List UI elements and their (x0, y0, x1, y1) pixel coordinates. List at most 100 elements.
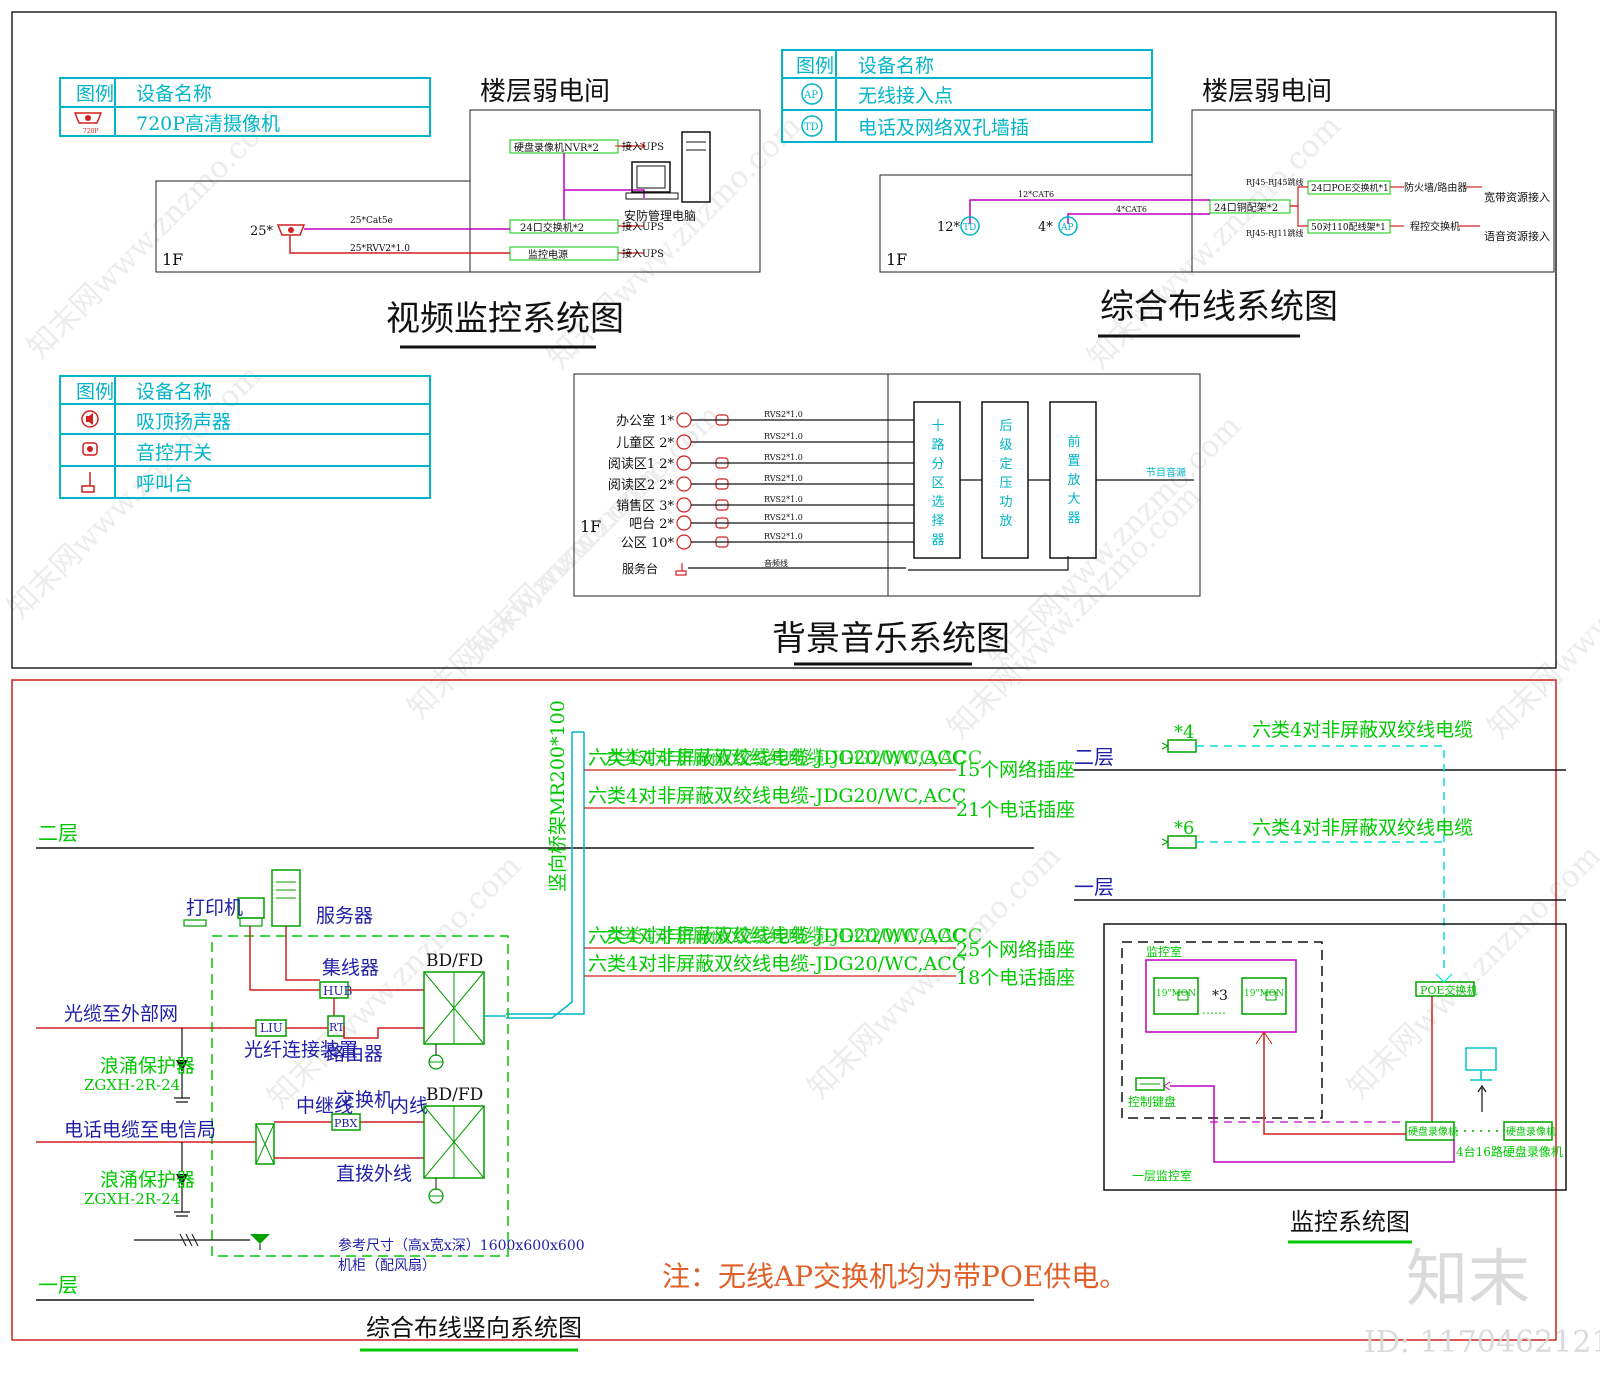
microphone-icon (675, 563, 687, 576)
surge-model-1: ZGXH-2R-24 (84, 1076, 180, 1094)
cable-rvv: 25*RVV2*1.0 (350, 244, 410, 254)
cabinet-outline (211, 935, 509, 1257)
inner-line-label: 内线 (390, 1095, 428, 1117)
distribution-frame-icon (423, 971, 485, 1070)
monitor-floor-frame (1103, 923, 1567, 1191)
monitor-icon (1153, 977, 1199, 1015)
microphone-icon (81, 472, 95, 493)
sockets-1f-tel: 18个电话插座 (956, 967, 1075, 989)
legend-header-icon: 图例 (796, 55, 834, 77)
monitor-dots: …… (1202, 1003, 1226, 1017)
cabling-legend-table (781, 49, 1153, 143)
ap-symbol: AP (1060, 223, 1074, 233)
camera-icon (276, 224, 306, 236)
poe-switch-label: POE交换机 (1420, 983, 1477, 997)
printer-label: 打印机 (186, 897, 243, 919)
liu-tag: LIU (260, 1021, 283, 1035)
socket-icon (960, 216, 980, 236)
direct-line-label: 直拨外线 (336, 1163, 412, 1185)
zone-cable-label: RVS2*1.0 (764, 432, 803, 441)
sockets-1f-net: 25个网络插座 (956, 939, 1075, 961)
watermark: 知末网www.znzmo.com (1, 359, 268, 626)
cabinet-size-label: 参考尺寸（高x宽x深）1600x600x600 (338, 1237, 585, 1254)
td-count: 12* (937, 220, 961, 235)
camera-count: 25* (250, 224, 274, 239)
cabling-system: 图例 设备名称 AP 无线接入点 TD 电话及网络双孔墙插 楼层弱电间 1F 2… (781, 49, 1555, 338)
monitor-room-label: 监控室 (1146, 944, 1182, 959)
zone-cable-label: RVS2*1.0 (764, 495, 803, 504)
patch-panel-label: 24口铜配架*2 (1214, 202, 1278, 214)
ap-count: 4* (1038, 220, 1053, 235)
speaker-icon (676, 515, 692, 531)
trunk-label: 中继线 (296, 1095, 353, 1117)
nvr-tag-2: 硬盘录像机 (1506, 1125, 1556, 1138)
sockets-2f-tel: 21个电话插座 (956, 799, 1075, 821)
camera-icon (73, 112, 103, 124)
zone-label: 销售区 3* (616, 498, 674, 514)
legend-header-icon: 图例 (76, 381, 114, 403)
legend-header-name: 设备名称 (136, 381, 212, 403)
fiber-out-label: 光缆至外部网 (64, 1003, 178, 1025)
switch-label: 24口交换机*2 (520, 221, 584, 234)
pbx-box (331, 1113, 361, 1131)
zone-label: 阅读区1 2* (608, 457, 675, 472)
poe-switch-label: 24口POE交换机*1 (1311, 182, 1389, 194)
ap-device-icon (1161, 835, 1197, 849)
surge-label-1: 浪涌保护器 (100, 1055, 195, 1077)
speaker-icon (676, 534, 692, 550)
monitor-label-2: 19"MON (1244, 989, 1284, 999)
upper-frame (11, 11, 1557, 669)
cable-label-1f-tel: 六类4对非屏蔽双绞线电缆-JDG20/WC,ACC (588, 953, 966, 975)
surge-label-2: 浪涌保护器 (100, 1169, 195, 1191)
tel-out-label: 电话电缆至电信局 (64, 1119, 216, 1141)
brand-logo: 知末 (1406, 1242, 1530, 1315)
zone-cable-label: RVS2*1.0 (764, 532, 803, 541)
floor-2-label: 二层 (38, 821, 78, 845)
server-icon (271, 869, 301, 927)
floor-label: 1F (886, 250, 907, 269)
surge-protector-icon (174, 1142, 190, 1217)
ap-symbol: AP (803, 90, 818, 101)
zone-label: 阅读区2 2* (608, 478, 675, 493)
jumper-rj11: RJ45-RJ11跳线 (1246, 228, 1304, 238)
router-tag: RT (329, 1021, 345, 1034)
ups-label-3: 接入UPS (622, 247, 664, 260)
cable-label-2f-net: 六类4对非屏蔽双绞线电缆-JDG20/WC,ACC (588, 747, 966, 769)
keyboard-icon (1135, 1077, 1165, 1091)
ap-count-2f: *4 (1174, 722, 1194, 743)
pbx-label: 程控交换机 (1410, 220, 1460, 233)
distribution-frame-icon (423, 1105, 485, 1204)
speaker-icon (676, 476, 692, 492)
legend-header-icon: 图例 (76, 83, 114, 105)
music-title: 背景音乐系统图 (772, 619, 1010, 659)
legend-speaker-name: 吸顶扬声器 (136, 411, 231, 433)
music-legend: 图例 设备名称 吸顶扬声器 音控开关 呼叫台 (59, 375, 431, 499)
ap-device-icon (1161, 739, 1197, 753)
cabling-title: 综合布线系统图 (1100, 287, 1338, 327)
keyboard-label: 控制键盘 (1128, 1094, 1176, 1109)
preamp-label: 前置放大器 (1067, 434, 1080, 526)
poe-note: 注：无线AP交换机均为带POE供电。 (662, 1260, 1127, 1293)
cable-label-2f-net-overlap: 六类4对非屏蔽双绞线电缆-JDG20/WC,ACC (604, 747, 982, 769)
legend-td-name: 电话及网络双孔墙插 (858, 117, 1029, 139)
cable-label-1f: 六类4对非屏蔽双绞线电缆 (1252, 817, 1473, 839)
video-system: 图例 设备名称 720P 720P高清摄像机 楼层弱电间 1F 硬盘录像机NVR… (59, 77, 761, 349)
vertical-title: 综合布线竖向系统图 (366, 1314, 582, 1342)
legend-camera-name: 720P高清摄像机 (136, 113, 280, 135)
lower-frame (11, 679, 1557, 1341)
nvr-label: 4台16路硬盘录像机 (1456, 1144, 1563, 1159)
server-label: 服务器 (316, 905, 373, 927)
legend-header-name: 设备名称 (136, 83, 212, 105)
video-title: 视频监控系统图 (386, 299, 624, 339)
voice-label: 语音资源接入 (1484, 229, 1550, 243)
td-symbol: TD (804, 122, 819, 133)
floor-1-label: 一层 (38, 1273, 78, 1297)
firewall-label: 防火墙/路由器 (1404, 181, 1467, 194)
floor-1-label: 一层 (1074, 875, 1114, 899)
surge-model-2: ZGXH-2R-24 (84, 1190, 180, 1208)
legend-header-name: 设备名称 (858, 55, 934, 77)
camera-icon (1465, 1047, 1497, 1081)
ap-count-1f: *6 (1174, 818, 1194, 839)
